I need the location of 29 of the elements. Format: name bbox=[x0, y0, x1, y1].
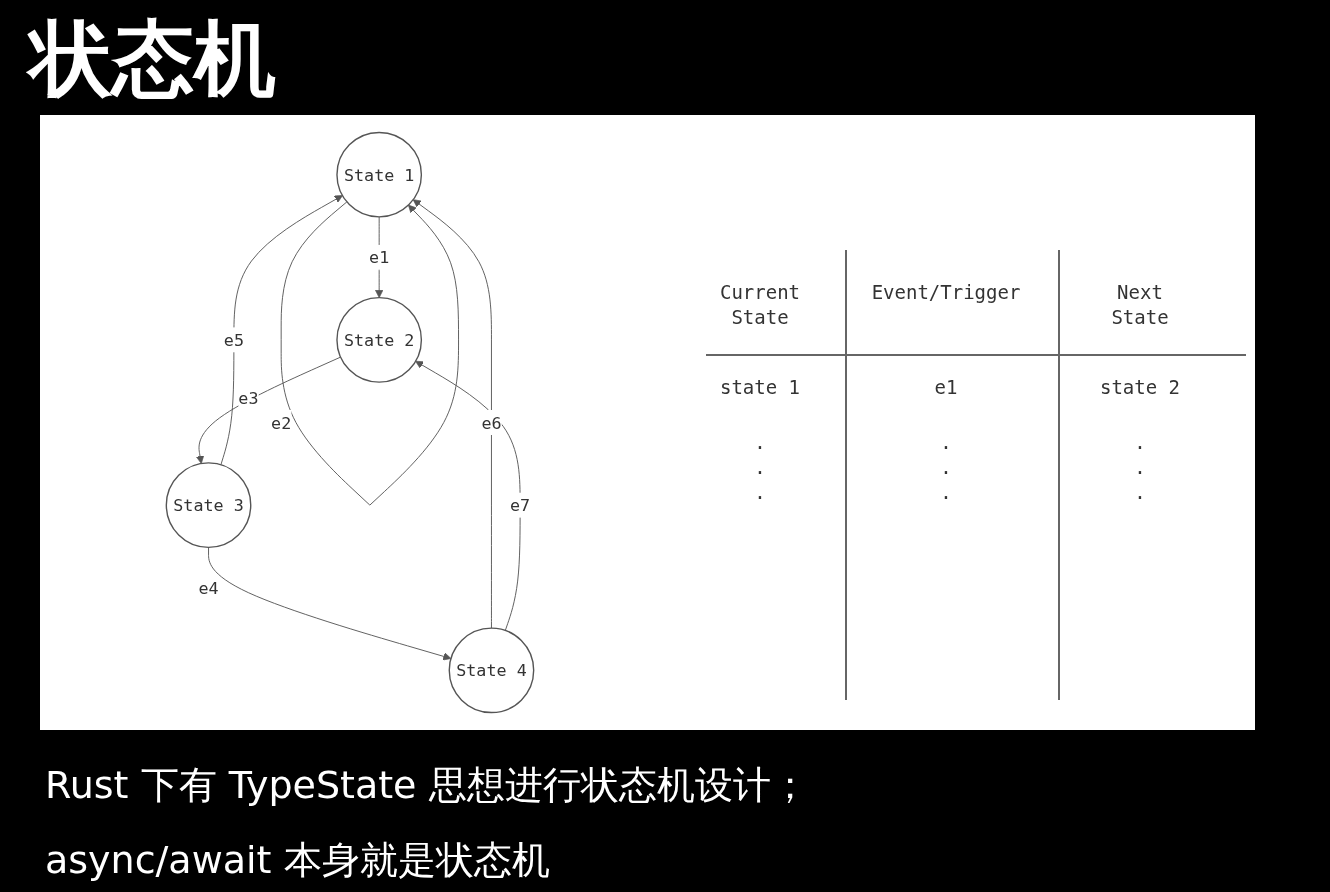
edge-label: e6 bbox=[481, 412, 502, 433]
ellipsis-dot: . bbox=[940, 480, 952, 505]
table-entry: e1 bbox=[934, 375, 958, 400]
node-circle bbox=[448, 627, 535, 714]
whiteboard-panel: e1 e2 e3 e4 e5 e6 e7 State 1 State 2 State 3 State 4 Current State Event/Trigger Next State state 1 e1 state 2 . . . . . . . . . bbox=[40, 115, 1255, 730]
node-circle bbox=[336, 296, 423, 383]
note-text: Rust 下有 TypeState 思想进行状态机设计； bbox=[45, 762, 809, 809]
edge-label: e5 bbox=[223, 330, 244, 350]
ellipsis-dot: . bbox=[940, 455, 952, 480]
edge-label: e7 bbox=[510, 495, 531, 515]
table-entry: state 2 bbox=[1099, 375, 1181, 400]
ellipsis-dot: . bbox=[754, 430, 766, 455]
table-entry: state 1 bbox=[719, 375, 801, 400]
edge-label: e3 bbox=[238, 388, 259, 409]
ellipsis-dot: . bbox=[1134, 455, 1146, 480]
ellipsis-dot: . bbox=[1134, 480, 1146, 505]
edge-label: e4 bbox=[198, 577, 219, 598]
edge-label: e2 bbox=[271, 412, 292, 433]
ellipsis-dot: . bbox=[754, 480, 766, 505]
column-header: Current State bbox=[718, 280, 802, 330]
note-text: async/await 本身就是状态机 bbox=[45, 837, 550, 884]
column-header: Event/Trigger bbox=[871, 280, 1021, 305]
ellipsis-dot: . bbox=[754, 455, 766, 480]
node-circle bbox=[165, 462, 252, 549]
node-circle bbox=[336, 131, 423, 218]
ellipsis-dot: . bbox=[1134, 430, 1146, 455]
edge-label: e1 bbox=[369, 247, 390, 268]
column-header: Next State bbox=[1110, 280, 1170, 330]
ellipsis-dot: . bbox=[940, 430, 952, 455]
